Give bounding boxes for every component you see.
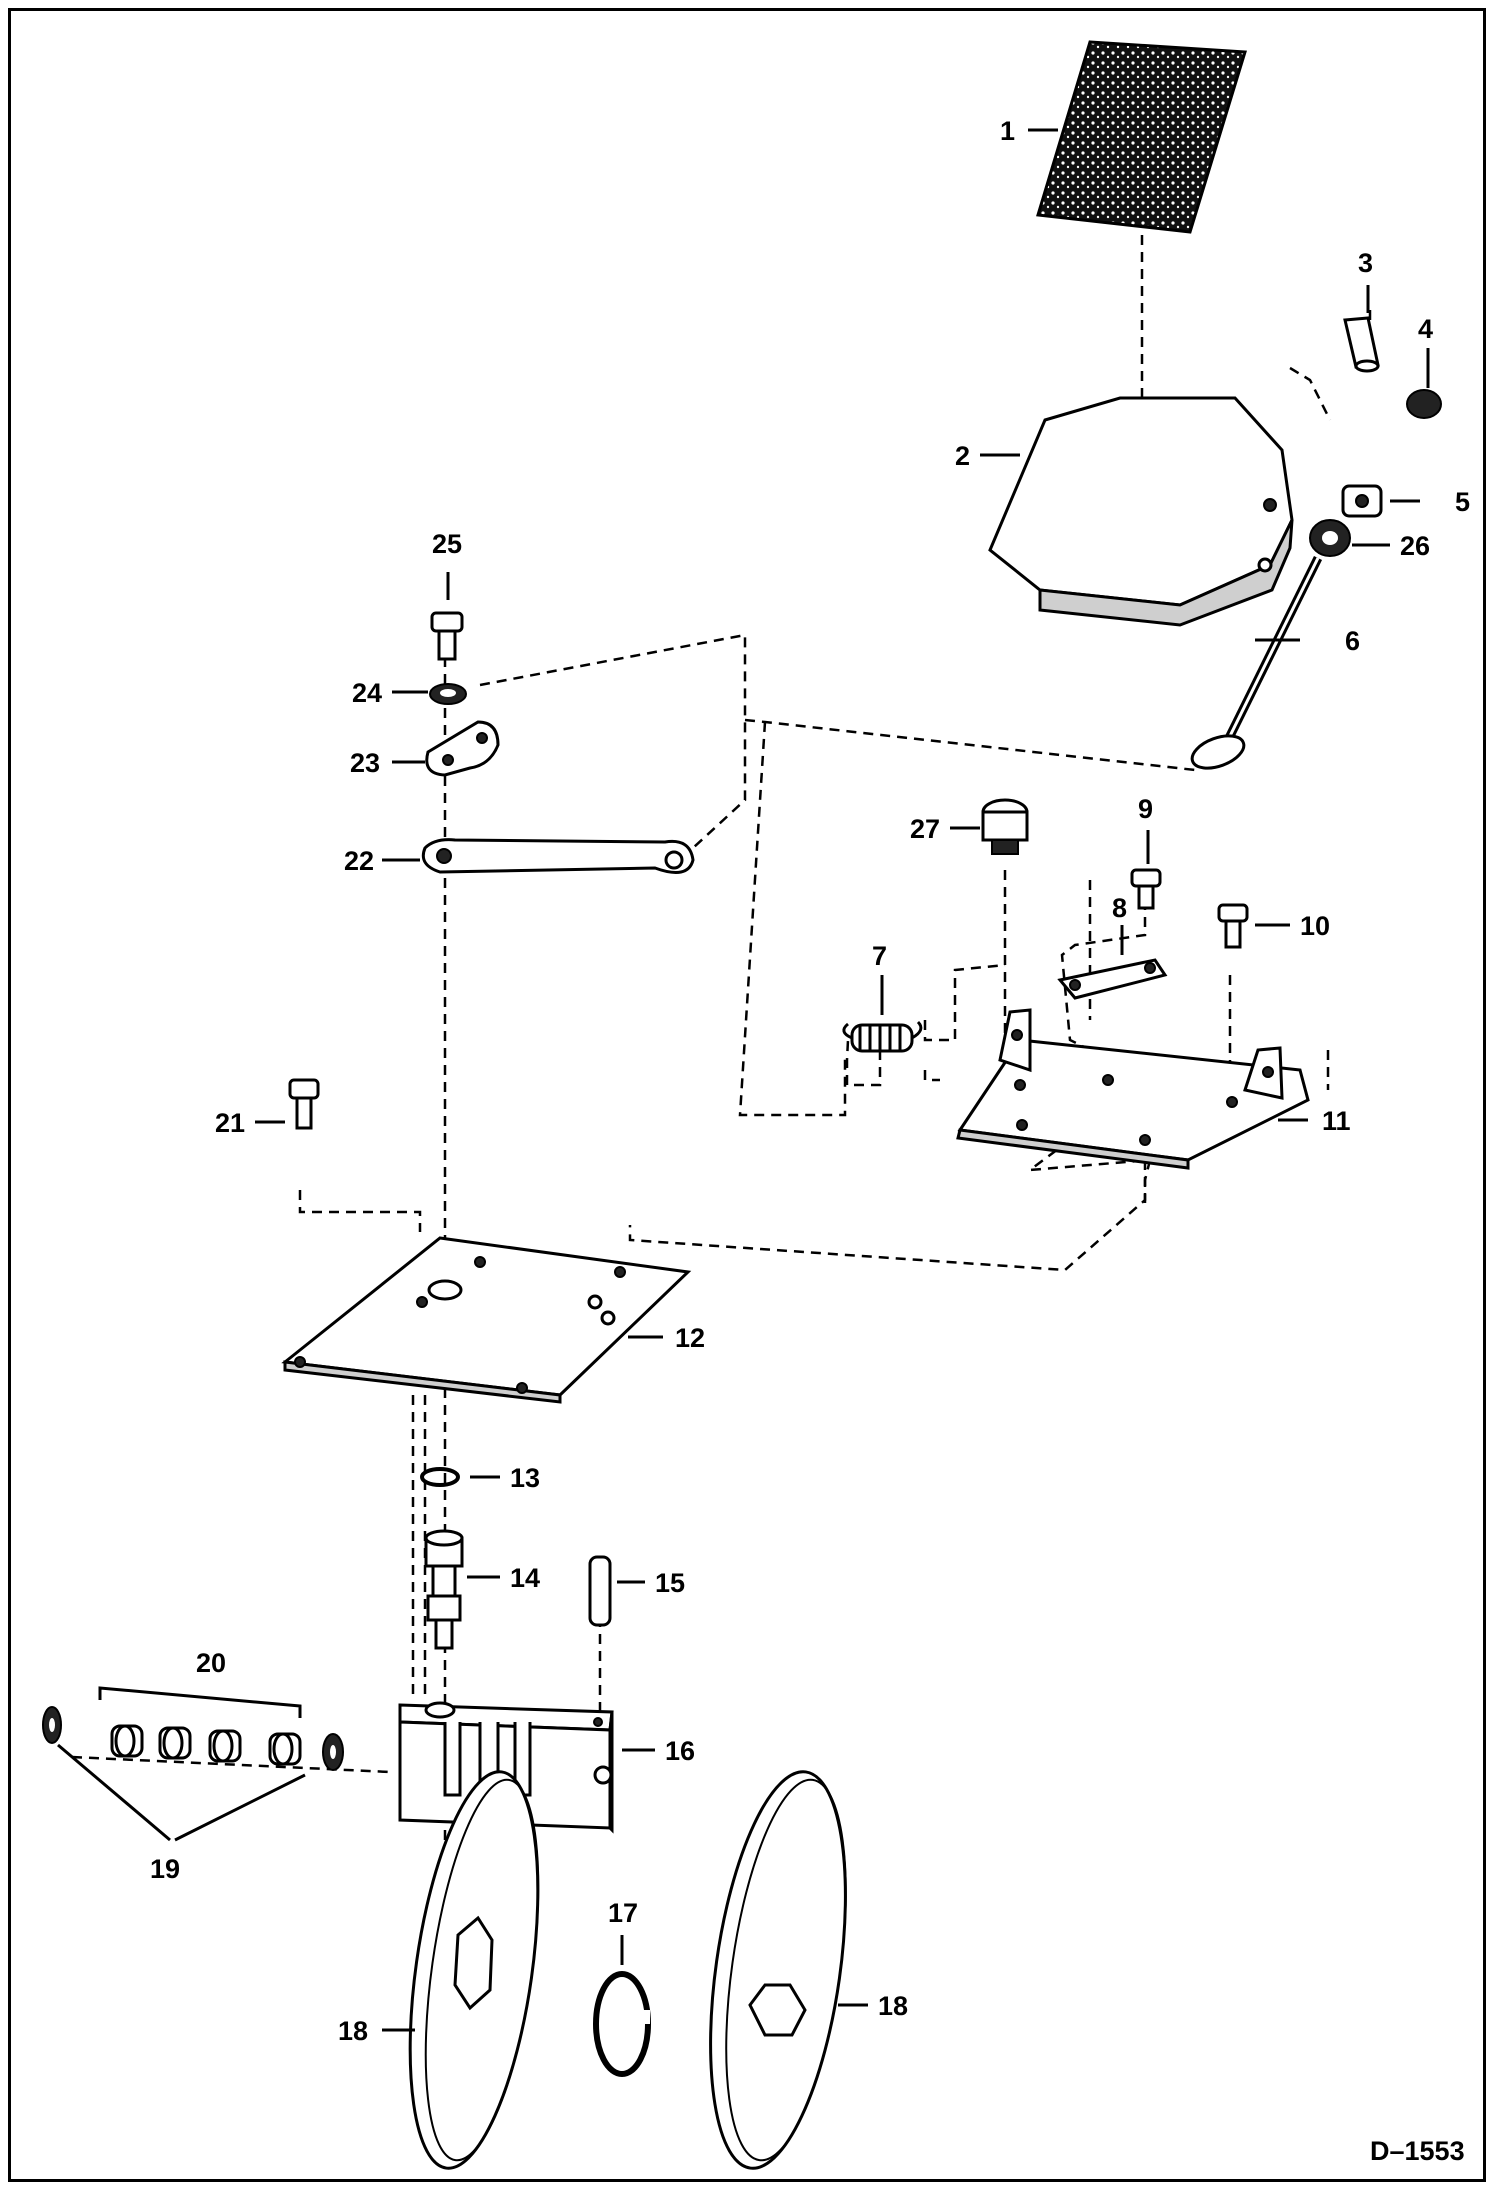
callout-10: 10 <box>1300 911 1330 941</box>
part-21-bolt <box>288 1078 320 1130</box>
part-19-washers <box>42 1706 344 1771</box>
callout-4: 4 <box>1418 314 1433 344</box>
callout-15: 15 <box>655 1568 685 1598</box>
callout-20: 20 <box>196 1648 226 1678</box>
part-6-rod <box>1190 556 1323 770</box>
callout-8: 8 <box>1112 893 1127 923</box>
part-9-bolt <box>1130 868 1162 910</box>
part-15-pin <box>588 1555 612 1627</box>
callout-11: 11 <box>1322 1106 1351 1136</box>
bracket-20 <box>98 1686 302 1718</box>
part-22-lever-arm <box>421 838 695 874</box>
callout-19: 19 <box>150 1854 180 1884</box>
callout-12: 12 <box>675 1323 705 1353</box>
callout-14: 14 <box>510 1563 540 1593</box>
part-23-link <box>425 720 500 777</box>
callout-9: 9 <box>1138 794 1153 824</box>
part-1-grip-pad <box>1036 40 1247 234</box>
drawing-id: D–1553 <box>1370 2136 1465 2166</box>
drawing-border <box>8 8 1486 2182</box>
callout-22: 22 <box>344 846 374 876</box>
part-14-spool <box>424 1529 464 1650</box>
callout-3: 3 <box>1358 248 1373 278</box>
callout-16: 16 <box>665 1736 695 1766</box>
part-13-o-ring <box>420 1467 460 1487</box>
part-18-disc-right <box>709 1770 847 2170</box>
callout-27: 27 <box>910 814 940 844</box>
part-10-bolt <box>1217 903 1249 949</box>
leader-19-arms <box>57 1743 306 1842</box>
callout-7: 7 <box>872 941 887 971</box>
part-2-pedal-plate <box>988 396 1294 627</box>
callout-leaders <box>255 128 1430 2032</box>
callout-2: 2 <box>955 441 970 471</box>
part-25-bolt <box>430 611 464 661</box>
callout-5: 5 <box>1455 487 1470 517</box>
callout-24: 24 <box>352 678 382 708</box>
part-7-spring <box>842 1020 923 1053</box>
callout-23: 23 <box>350 748 380 778</box>
part-5-clevis <box>1341 484 1383 518</box>
part-16-valve-block <box>398 1701 614 1834</box>
part-12-base-plate <box>281 1236 692 1404</box>
callout-6: 6 <box>1345 626 1360 656</box>
callout-18-right: 18 <box>878 1991 908 2021</box>
part-18-disc-left <box>408 1770 540 2170</box>
part-24-washer <box>429 683 467 705</box>
callout-25: 25 <box>432 529 462 559</box>
callout-1: 1 <box>1000 116 1015 146</box>
callout-18-left: 18 <box>338 2016 368 2046</box>
callout-13: 13 <box>510 1463 540 1493</box>
part-27-knob <box>981 798 1029 855</box>
part-8-bracket <box>1057 958 1168 1000</box>
callout-labels: 1 2 3 4 5 6 7 8 9 10 11 12 13 14 15 16 1… <box>150 116 1470 2166</box>
part-26-nut <box>1309 519 1351 557</box>
callout-17: 17 <box>608 1898 638 1928</box>
callout-21: 21 <box>215 1108 245 1138</box>
part-20-rollers <box>110 1724 302 1766</box>
callout-26: 26 <box>1400 531 1430 561</box>
part-17-snap-ring <box>593 1971 651 2077</box>
part-3-pin <box>1343 316 1380 373</box>
part-4-cap-nut <box>1406 389 1442 419</box>
part-11-mounting-plate <box>956 1008 1310 1170</box>
